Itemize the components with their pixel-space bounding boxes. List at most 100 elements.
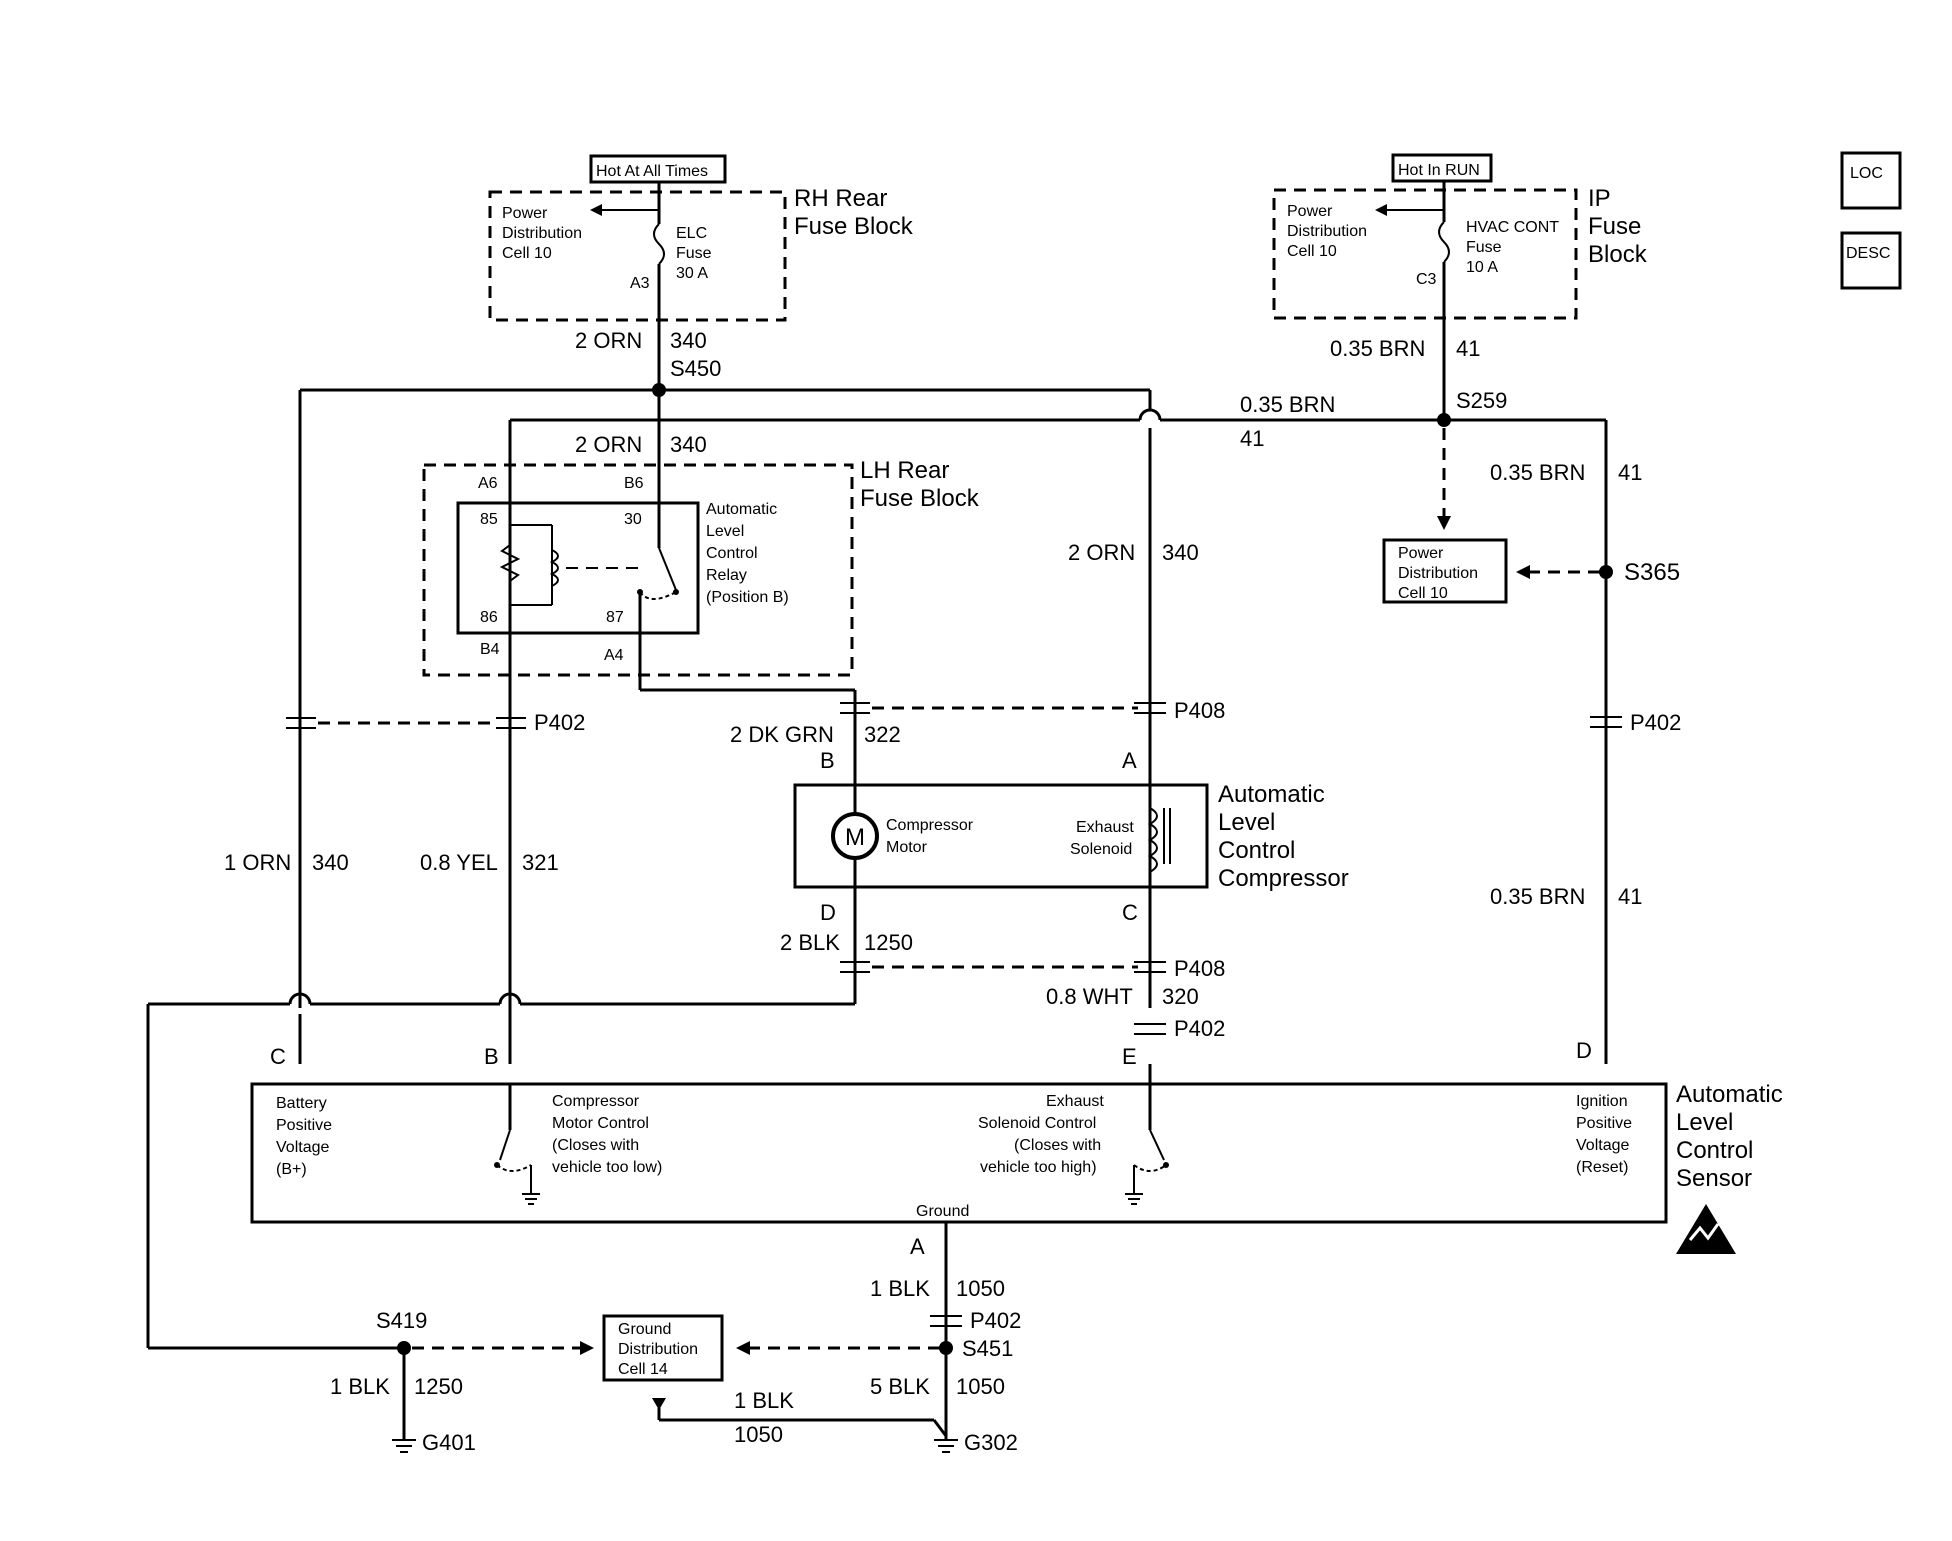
exhaust-ctrl-label-2: Solenoid Control <box>978 1115 1096 1132</box>
p402-label-mid: P402 <box>1174 1016 1225 1041</box>
wire-41-label-low: 41 <box>1618 884 1642 909</box>
gdc-line-3: Cell 14 <box>618 1361 668 1378</box>
wire-1250-label: 1250 <box>864 930 913 955</box>
wire-340-label-right: 340 <box>1162 540 1199 565</box>
sensor-label-4: Sensor <box>1676 1165 1752 1192</box>
ground-g401-label: G401 <box>422 1430 476 1455</box>
wire-2blk-label: 2 BLK <box>780 930 840 955</box>
compressor-box <box>793 783 1209 889</box>
wire-41-label-right: 41 <box>1618 460 1642 485</box>
ignition-label-1: Ignition <box>1576 1093 1628 1110</box>
ground-g302-icon <box>934 1439 958 1453</box>
ignition-label-4: (Reset) <box>1576 1159 1628 1176</box>
splice-s259-label: S259 <box>1456 388 1507 413</box>
relay-label-5: (Position B) <box>706 589 789 606</box>
sensor-label-1: Automatic <box>1676 1081 1783 1108</box>
compressor-label-4: Compressor <box>1218 865 1349 892</box>
bplus-label-4: (B+) <box>276 1161 307 1178</box>
ignition-label-3: Voltage <box>1576 1137 1629 1154</box>
pdc-left-line-3: Cell 10 <box>502 245 552 262</box>
lh-fuse-block-box <box>422 463 854 677</box>
sensor-label-3: Control <box>1676 1137 1753 1164</box>
wire-2orn-label-relay: 2 ORN <box>575 432 642 457</box>
relay-label-3: Control <box>706 545 758 562</box>
pdc-mid-line-3: Cell 10 <box>1398 585 1448 602</box>
sensor-pin-c: C <box>270 1044 286 1069</box>
hvac-fuse-line-3: 10 A <box>1466 259 1498 276</box>
ip-fuse-block-label-1: IP <box>1588 185 1611 212</box>
pdc-right-line-2: Distribution <box>1287 223 1367 240</box>
sensor-box <box>250 1082 1668 1224</box>
sensor-pin-d: D <box>1576 1038 1592 1063</box>
wire-1blk-label-b: 1 BLK <box>734 1388 794 1413</box>
p408-label-bottom: P408 <box>1174 956 1225 981</box>
pin-b4: B4 <box>480 641 500 658</box>
wire-yel-label: 0.8 YEL <box>420 850 498 875</box>
solenoid-label-2: Solenoid <box>1070 841 1132 858</box>
wire-wht-label: 0.8 WHT <box>1046 984 1133 1009</box>
wire-035brn-label-low: 0.35 BRN <box>1490 884 1585 909</box>
connector-p402-left-a <box>286 717 316 729</box>
wire-1050-label-b: 1050 <box>956 1374 1005 1399</box>
motor-ctrl-label-4: vehicle too low) <box>552 1159 662 1176</box>
desc-badge[interactable]: DESC <box>1840 231 1902 290</box>
comp-pin-b: B <box>820 748 835 773</box>
wire-320-label: 320 <box>1162 984 1199 1009</box>
rh-fuse-block-box <box>488 190 787 322</box>
motor-ctrl-label-1: Compressor <box>552 1093 640 1110</box>
exhaust-ctrl-label-4: vehicle too high) <box>980 1159 1097 1176</box>
pdc-mid-line-2: Distribution <box>1398 565 1478 582</box>
hvac-fuse-line-1: HVAC CONT <box>1466 219 1559 236</box>
pin-a3: A3 <box>630 275 650 292</box>
wire-321-label: 321 <box>522 850 559 875</box>
hot-at-all-times-label: Hot At All Times <box>596 163 708 180</box>
compressor-label-2: Level <box>1218 809 1275 836</box>
ignition-label-2: Positive <box>1576 1115 1632 1132</box>
ip-fuse-block-label-3: Block <box>1588 241 1648 268</box>
gdc-line-2: Distribution <box>618 1341 698 1358</box>
elc-fuse-line-3: 30 A <box>676 265 708 282</box>
wire-340-label-left: 340 <box>312 850 349 875</box>
elc-fuse-line-2: Fuse <box>676 245 712 262</box>
connector-p408-bottom-right <box>1134 961 1166 973</box>
bplus-label-1: Battery <box>276 1095 327 1112</box>
ground-g302-label: G302 <box>964 1430 1018 1455</box>
wire-2orn-label-top: 2 ORN <box>575 328 642 353</box>
wire-1blk-label-c: 1 BLK <box>330 1374 390 1399</box>
hot-in-run-label: Hot In RUN <box>1398 162 1480 179</box>
connector-p408-top-left <box>840 702 870 714</box>
splice-s365-label: S365 <box>1624 559 1680 586</box>
loc-badge[interactable]: LOC <box>1840 151 1902 210</box>
sensor-pin-a: A <box>910 1234 925 1259</box>
motor-label-2: Motor <box>886 839 928 856</box>
pdc-mid-box[interactable] <box>1382 538 1508 604</box>
wire-322-label: 322 <box>864 722 901 747</box>
wire-1blk-label-a: 1 BLK <box>870 1276 930 1301</box>
hvac-fuse-line-2: Fuse <box>1466 239 1502 256</box>
connector-p402-mid <box>1134 1023 1166 1035</box>
splice-s365 <box>1599 565 1613 579</box>
relay-resistor <box>499 544 521 582</box>
splice-s451 <box>939 1341 953 1355</box>
gdc-box[interactable] <box>602 1314 724 1382</box>
wire-41-label-bus: 41 <box>1240 426 1264 451</box>
splice-s259 <box>1437 413 1451 427</box>
bplus-label-2: Positive <box>276 1117 332 1134</box>
pdc-mid-line-1: Power <box>1398 545 1444 562</box>
relay-label-4: Relay <box>706 567 747 584</box>
motor-label-1: Compressor <box>886 817 974 834</box>
relay-label-2: Level <box>706 523 744 540</box>
pdc-right-line-1: Power <box>1287 203 1333 220</box>
compressor-label-3: Control <box>1218 837 1295 864</box>
splice-s450-label: S450 <box>670 356 721 381</box>
comp-pin-a: A <box>1122 748 1137 773</box>
esd-warning-icon <box>1676 1204 1736 1254</box>
exhaust-ctrl-label-3: (Closes with <box>1014 1137 1101 1154</box>
pin-b6: B6 <box>624 475 644 492</box>
relay-coil <box>549 549 559 587</box>
p402-label-ground: P402 <box>970 1308 1021 1333</box>
wire-dkgrn-label: 2 DK GRN <box>730 722 834 747</box>
alc-relay-box <box>456 501 700 635</box>
